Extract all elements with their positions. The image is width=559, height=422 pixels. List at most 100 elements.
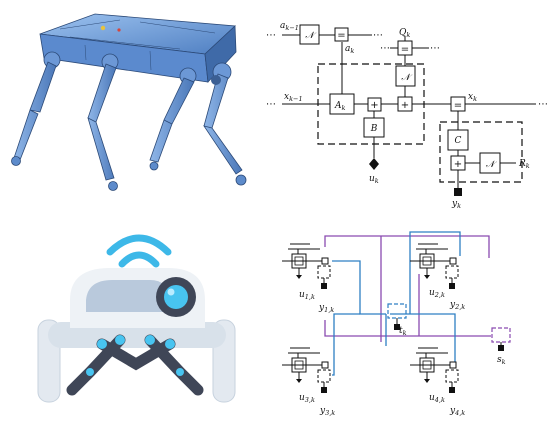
block-plus-3 bbox=[450, 155, 466, 171]
robot-joint bbox=[176, 368, 184, 376]
label-y4: y4,k bbox=[449, 406, 465, 417]
robot-panel-lines bbox=[59, 19, 216, 71]
robot-leg-front-right bbox=[87, 63, 117, 181]
network-links bbox=[324, 231, 491, 376]
robot-leg-rear-left bbox=[149, 77, 195, 163]
label-y2: y2,k bbox=[449, 300, 465, 311]
label-x-k: xk bbox=[468, 92, 477, 103]
node-2-dashed-box bbox=[445, 265, 459, 279]
network-nodes bbox=[282, 243, 459, 393]
label-u1: u1,k bbox=[299, 290, 315, 301]
dashed-box-observation bbox=[439, 121, 523, 183]
plus-3-text: + bbox=[454, 159, 462, 170]
robot-sensor-dot-2 bbox=[117, 28, 121, 32]
robot-leg-rear-right bbox=[203, 73, 243, 175]
label-y-k: yk bbox=[451, 199, 461, 210]
node-3-junction bbox=[321, 361, 329, 369]
eq-x-text: = bbox=[454, 100, 462, 111]
dots-q-right: ⋯ bbox=[430, 43, 440, 54]
n-mid-text: 𝒩 bbox=[401, 73, 413, 83]
eq-q-text: = bbox=[401, 44, 409, 55]
label-r-k: Rk bbox=[518, 159, 530, 170]
block-a bbox=[329, 93, 355, 115]
node-1-junction bbox=[321, 257, 329, 265]
robot-foot bbox=[11, 156, 21, 166]
signal-arc-outer bbox=[106, 234, 172, 256]
purple-link bbox=[324, 235, 490, 258]
robot-foot bbox=[108, 181, 118, 191]
robot-joint bbox=[97, 339, 107, 349]
blue-link bbox=[410, 313, 456, 366]
label-a-prev: ak−1 bbox=[280, 21, 299, 32]
blue-link bbox=[332, 260, 386, 315]
robot-eye-highlight bbox=[167, 288, 175, 296]
robot-visor bbox=[86, 280, 168, 312]
block-eq-x bbox=[450, 96, 466, 112]
node-t-dashed bbox=[387, 303, 407, 319]
dots-x-right: ⋯ bbox=[538, 99, 548, 110]
dots-a-left: ⋯ bbox=[266, 30, 276, 41]
node-4-dashed-box bbox=[445, 369, 459, 383]
label-t: tk bbox=[399, 326, 407, 337]
node-1-dashed-box bbox=[317, 265, 331, 279]
label-u4: u4,k bbox=[429, 393, 445, 404]
robot-body-end bbox=[204, 25, 237, 83]
c-block-text: C bbox=[455, 136, 462, 146]
label-x-prev: xk−1 bbox=[284, 92, 303, 103]
dashed-box-state bbox=[317, 63, 425, 145]
robot-joint bbox=[165, 339, 175, 349]
input-diamond-u bbox=[369, 158, 379, 170]
node-3-dashed-box bbox=[317, 369, 331, 383]
label-y1: y1,k bbox=[318, 303, 334, 314]
node-2-output-terminal bbox=[449, 283, 455, 289]
blue-link bbox=[409, 231, 461, 314]
label-u-k: uk bbox=[369, 174, 379, 185]
node-2-junction bbox=[449, 257, 457, 265]
label-s: sk bbox=[497, 355, 506, 366]
robot-sensor-dot bbox=[100, 25, 106, 31]
block-c bbox=[447, 129, 469, 151]
node-s-terminal bbox=[498, 345, 504, 351]
node-3-output-terminal bbox=[321, 387, 327, 393]
node-2-input-arrow bbox=[424, 275, 430, 279]
output-square-y bbox=[454, 188, 462, 196]
node-4-junction bbox=[449, 361, 457, 369]
node-1-output-terminal bbox=[321, 283, 327, 289]
node-3-input-arrow bbox=[296, 379, 302, 383]
dots-x-left: ⋯ bbox=[266, 99, 276, 110]
a-block-text: Ak bbox=[334, 101, 346, 112]
purple-link bbox=[324, 320, 491, 337]
robot-joint bbox=[145, 335, 155, 345]
block-n-top bbox=[299, 24, 320, 45]
robot-foot bbox=[235, 174, 247, 186]
robot-base bbox=[48, 322, 226, 348]
n-top-text: 𝒩 bbox=[305, 31, 317, 41]
robot-wheel-joint bbox=[211, 75, 221, 85]
node-4-input-arrow bbox=[424, 379, 430, 383]
b-block-text: B bbox=[370, 124, 378, 134]
robot-joint bbox=[86, 368, 94, 376]
node-s-dashed bbox=[491, 327, 511, 343]
signal-arc-inner bbox=[118, 251, 160, 268]
block-eq-top bbox=[334, 27, 349, 42]
robot-foot bbox=[149, 161, 159, 171]
node-1-input-arrow bbox=[296, 275, 302, 279]
block-n-mid bbox=[395, 65, 416, 87]
eq-top-text: = bbox=[337, 30, 345, 41]
block-plus-2 bbox=[397, 96, 413, 112]
plus-2-text: + bbox=[401, 100, 409, 111]
label-u2: u2,k bbox=[429, 288, 445, 299]
plus-1-text: + bbox=[370, 100, 378, 111]
block-n-right bbox=[479, 152, 501, 174]
label-u3: u3,k bbox=[299, 393, 315, 404]
block-plus-1 bbox=[367, 97, 382, 112]
dots-a-right: ⋯ bbox=[373, 30, 383, 41]
robot-joint bbox=[115, 335, 125, 345]
block-eq-q bbox=[397, 40, 413, 56]
node-4-output-terminal bbox=[449, 387, 455, 393]
label-q-k: Qk bbox=[399, 28, 410, 39]
